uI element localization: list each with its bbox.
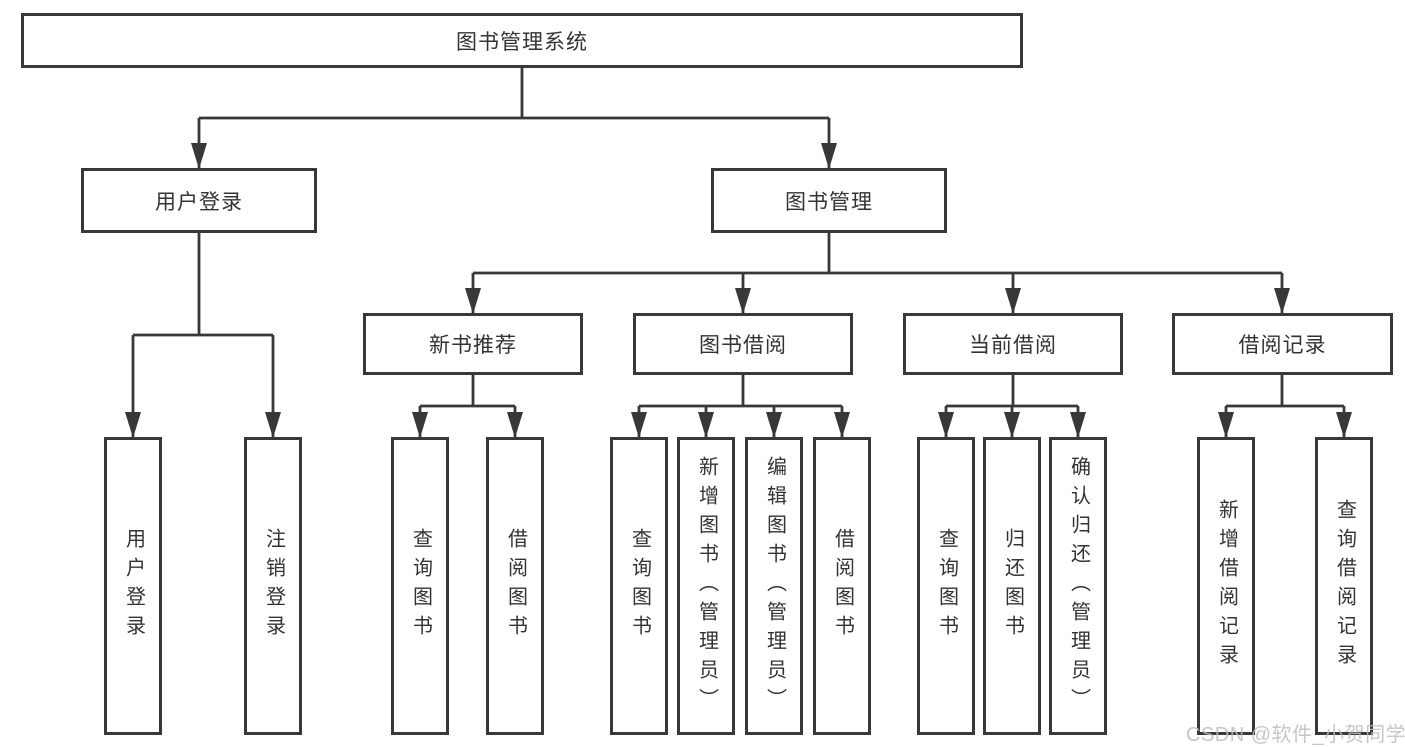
node-library-system-label: 图书管理系统 — [456, 30, 588, 54]
leaf-confirm-return-admin-label: 确认归还（管理员） — [1067, 455, 1090, 717]
connector-new-book-bar — [420, 375, 515, 408]
leaf-add-books-admin-label: 新增图书（管理员） — [695, 455, 718, 717]
leaf-edit-books-admin: 编辑图书（管理员） — [745, 437, 803, 735]
node-book-management-label: 图书管理 — [785, 190, 873, 214]
leaf-logout: 注销登录 — [244, 437, 302, 735]
leaf-query-books-borrowing: 查询图书 — [610, 437, 668, 735]
node-current-borrowing: 当前借阅 — [903, 313, 1123, 375]
leaf-return-books: 归还图书 — [983, 437, 1041, 735]
node-book-borrowing-label: 图书借阅 — [699, 334, 787, 357]
leaf-add-books-admin: 新增图书（管理员） — [677, 437, 735, 735]
leaf-user-login: 用户登录 — [104, 437, 162, 735]
connector-borrowing-records-bar — [1226, 375, 1344, 408]
connector-root-bar — [199, 68, 829, 120]
node-borrowing-records: 借阅记录 — [1172, 313, 1393, 375]
leaf-query-borrow-record: 查询借阅记录 — [1315, 437, 1373, 735]
connector-book-management-bar — [473, 233, 1282, 275]
connector-user-login-bar — [133, 233, 273, 337]
leaf-user-login-label: 用户登录 — [122, 528, 145, 644]
leaf-return-books-label: 归还图书 — [1001, 528, 1024, 644]
node-current-borrowing-label: 当前借阅 — [969, 334, 1057, 357]
leaf-borrow-books-recommend-label: 借阅图书 — [504, 528, 527, 644]
node-user-login: 用户登录 — [81, 168, 317, 233]
node-new-book-recommendation: 新书推荐 — [363, 313, 583, 375]
node-new-book-recommendation-label: 新书推荐 — [429, 334, 517, 357]
csdn-watermark: CSDN @软件_小贺同学 — [1186, 724, 1405, 746]
node-library-system: 图书管理系统 — [21, 13, 1023, 68]
leaf-query-books-recommend: 查询图书 — [391, 437, 449, 735]
leaf-query-books-borrowing-label: 查询图书 — [628, 528, 651, 644]
leaf-confirm-return-admin: 确认归还（管理员） — [1049, 437, 1107, 735]
leaf-logout-label: 注销登录 — [262, 528, 285, 644]
leaf-query-books-current-label: 查询图书 — [935, 528, 958, 644]
leaf-borrow-books-recommend: 借阅图书 — [486, 437, 544, 735]
connector-current-borrowing-bar — [946, 375, 1078, 408]
node-user-login-label: 用户登录 — [155, 190, 243, 214]
leaf-query-books-recommend-label: 查询图书 — [409, 528, 432, 644]
node-book-management: 图书管理 — [711, 168, 947, 233]
leaf-borrow-books-borrowing: 借阅图书 — [813, 437, 871, 735]
node-book-borrowing: 图书借阅 — [633, 313, 853, 375]
leaf-edit-books-admin-label: 编辑图书（管理员） — [763, 455, 786, 717]
leaf-query-borrow-record-label: 查询借阅记录 — [1333, 499, 1356, 673]
leaf-add-borrow-record-label: 新增借阅记录 — [1215, 499, 1238, 673]
leaf-borrow-books-borrowing-label: 借阅图书 — [831, 528, 854, 644]
connector-book-borrowing-bar — [639, 375, 842, 408]
leaf-query-books-current: 查询图书 — [917, 437, 975, 735]
leaf-add-borrow-record: 新增借阅记录 — [1197, 437, 1255, 735]
node-borrowing-records-label: 借阅记录 — [1238, 334, 1327, 357]
